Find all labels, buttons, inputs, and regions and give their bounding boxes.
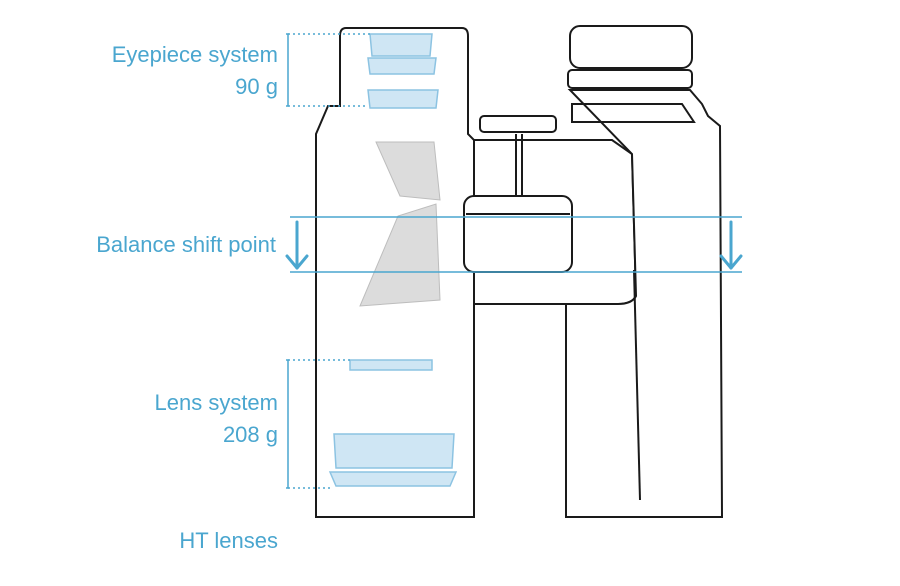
balance-shift-label: Balance shift point <box>96 232 276 257</box>
eyepiece-system-weight: 90 g <box>235 74 278 99</box>
hinge-focus-assembly <box>463 115 638 305</box>
eyepiece-lenses <box>367 33 439 109</box>
left-barrel <box>315 27 475 518</box>
ht-lenses-label: HT lenses <box>179 528 278 553</box>
balance-lines <box>290 216 742 273</box>
brackets <box>286 33 370 489</box>
prism-set <box>359 141 441 307</box>
down-arrow-icon <box>285 220 309 270</box>
eyepiece-system-title: Eyepiece system <box>111 42 278 67</box>
lens-system-weight: 208 g <box>222 422 278 447</box>
down-arrow-icon <box>719 220 743 270</box>
lens-system-title: Lens system <box>154 390 279 415</box>
right-barrel <box>565 25 724 518</box>
objective-lenses <box>328 359 458 487</box>
